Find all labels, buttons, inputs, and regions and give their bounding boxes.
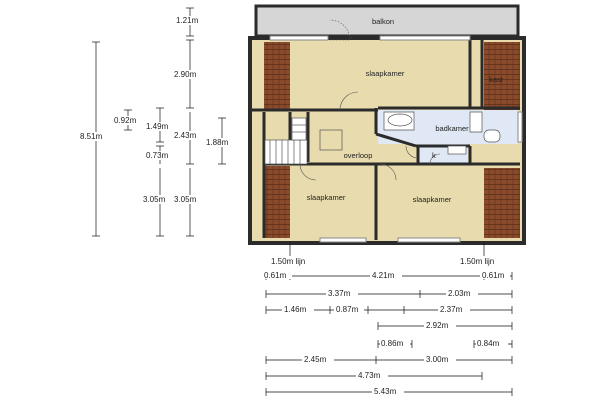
room-label-badkamer: badkamer bbox=[435, 124, 469, 133]
dim-r6-2-45: 2.45m bbox=[304, 355, 327, 364]
vertical-dimension-labels: 1.21m 2.90m 8.51m 0.92m 1.49m 2.43m 1.88… bbox=[80, 16, 238, 204]
balcony-label: balkon bbox=[372, 17, 394, 26]
dim-r1-4-21: 4.21m bbox=[372, 271, 395, 280]
dim-r3-0-87: 0.87m bbox=[336, 305, 359, 314]
windows bbox=[269, 35, 523, 243]
room-label-slaapkamer-right: slaapkamer bbox=[413, 195, 452, 204]
dim-r3-1-46: 1.46m bbox=[284, 305, 307, 314]
dim-r4-2-92: 2.92m bbox=[426, 321, 449, 330]
dim-0-92: 0.92m bbox=[114, 116, 137, 125]
dim-3-05-b: 3.05m bbox=[174, 195, 197, 204]
dim-r5-0-86: 0.86m bbox=[381, 339, 404, 348]
dim-r7-4-73: 4.73m bbox=[358, 371, 381, 380]
dim-8-51: 8.51m bbox=[80, 132, 103, 141]
dim-2-43: 2.43m bbox=[174, 131, 197, 140]
room-label-k: k bbox=[432, 151, 436, 160]
dim-1-88: 1.88m bbox=[206, 138, 229, 147]
bathroom-fixtures bbox=[383, 111, 501, 155]
dim-r3-2-37: 2.37m bbox=[440, 305, 463, 314]
room-label-slaapkamer-top: slaapkamer bbox=[366, 69, 405, 78]
lijn-left-label: 1.50m lijn bbox=[271, 257, 305, 266]
dim-r1-0-61-right: 0.61m bbox=[482, 271, 505, 280]
dim-0-73: 0.73m bbox=[146, 151, 169, 160]
horizontal-dimension-labels: 0.61m 4.21m 0.61m 3.37m 2.03m 1.46m 0.87… bbox=[262, 270, 510, 396]
doors bbox=[299, 19, 441, 181]
dim-r6-3-00: 3.00m bbox=[426, 355, 449, 364]
roof-slopes bbox=[264, 42, 520, 238]
dim-r1-0-61-left: 0.61m bbox=[264, 271, 287, 280]
dim-1-21: 1.21m bbox=[176, 16, 199, 25]
dim-3-05-a: 3.05m bbox=[143, 195, 166, 204]
hatch-box bbox=[319, 129, 343, 151]
room-label-kast: kast bbox=[489, 75, 504, 84]
dim-1-49: 1.49m bbox=[146, 122, 169, 131]
room-label-slaapkamer-left: slaapkamer bbox=[307, 193, 346, 202]
lijn-right-label: 1.50m lijn bbox=[460, 257, 494, 266]
room-label-overloop: overloop bbox=[344, 151, 373, 160]
balcony: balkon bbox=[254, 4, 520, 38]
dim-r8-5-43: 5.43m bbox=[374, 387, 397, 396]
dim-r2-2-03: 2.03m bbox=[448, 289, 471, 298]
lijn-markers bbox=[289, 242, 485, 256]
dim-r5-0-84: 0.84m bbox=[477, 339, 500, 348]
dim-2-90: 2.90m bbox=[174, 70, 197, 79]
dim-r2-3-37: 3.37m bbox=[328, 289, 351, 298]
staircase bbox=[264, 117, 308, 165]
